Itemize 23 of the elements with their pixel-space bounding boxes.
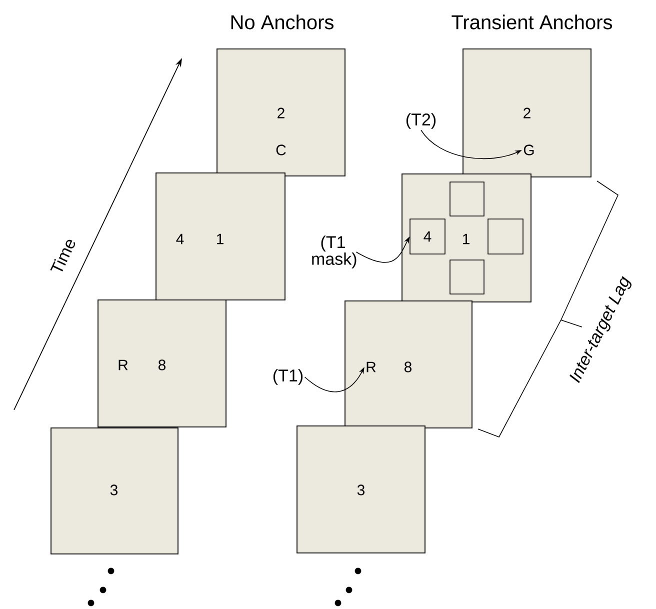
stimulus-character: 8 [404, 362, 412, 372]
anchor-square [488, 218, 524, 254]
stimulus-character: R [118, 360, 128, 370]
target-label: (T2) [406, 113, 436, 129]
stimulus-character: 2 [524, 108, 530, 118]
axis-label: Time [50, 240, 76, 272]
stimulus-character: C [276, 144, 286, 156]
target-label: (T1) [273, 369, 303, 385]
column-title: Transient Anchors [452, 14, 612, 30]
stimulus-character: 2 [278, 108, 284, 118]
stimulus-character: G [524, 144, 534, 156]
anchor-square [450, 260, 484, 294]
stimulus-character: 1 [462, 234, 470, 244]
stimulus-character: 3 [110, 484, 118, 496]
target-label: (T1 mask) [312, 236, 356, 268]
anchor-square [450, 182, 484, 216]
stimulus-character: 4 [176, 234, 184, 244]
stimulus-character: R [366, 362, 376, 372]
stimulus-character: 1 [216, 234, 224, 244]
stimulus-character: 8 [158, 360, 166, 370]
anchor-square: 4 [410, 218, 446, 254]
stimulus-character: 3 [357, 484, 365, 496]
column-title: No Anchors [231, 14, 334, 30]
